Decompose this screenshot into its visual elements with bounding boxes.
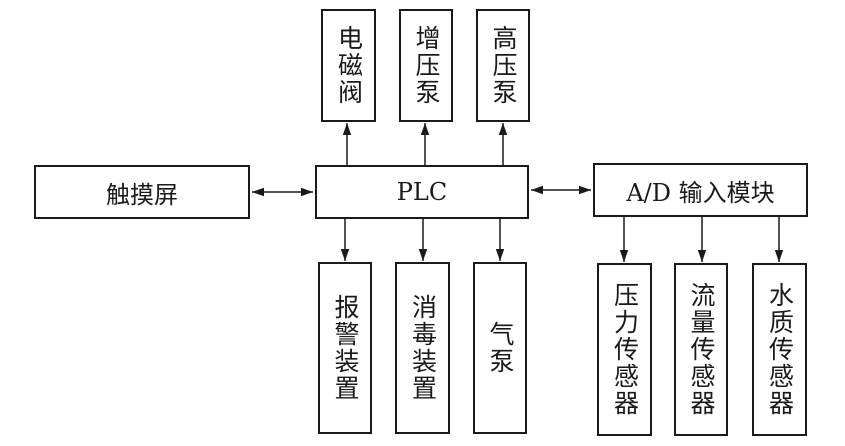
high-pressure-pump-label: 高压泵 bbox=[489, 25, 518, 106]
plc-box: PLC bbox=[315, 165, 529, 219]
high-pressure-pump-box: 高压泵 bbox=[476, 9, 530, 122]
alarm-device-label: 报警装置 bbox=[331, 294, 360, 402]
touch-screen-box: 触摸屏 bbox=[34, 165, 250, 219]
ad-input-module-box: A/D 输入模块 bbox=[593, 163, 808, 217]
pressure-sensor-box: 压力传感器 bbox=[597, 263, 652, 436]
pressure-sensor-label: 压力传感器 bbox=[610, 282, 640, 417]
water-quality-sensor-label: 水质传感器 bbox=[765, 282, 795, 417]
water-quality-sensor-box: 水质传感器 bbox=[752, 263, 807, 436]
flow-sensor-box: 流量传感器 bbox=[674, 263, 728, 436]
ad-input-module-label: A/D 输入模块 bbox=[626, 178, 775, 207]
booster-pump-label: 增压泵 bbox=[412, 25, 441, 106]
flow-sensor-label: 流量传感器 bbox=[687, 282, 716, 417]
disinfection-device-label: 消毒装置 bbox=[408, 294, 438, 402]
air-pump-box: 气泵 bbox=[473, 262, 527, 434]
alarm-device-box: 报警装置 bbox=[318, 262, 372, 434]
air-pump-label: 气泵 bbox=[486, 321, 515, 375]
booster-pump-box: 增压泵 bbox=[399, 9, 453, 122]
solenoid-valve-label: 电磁阀 bbox=[334, 25, 364, 106]
disinfection-device-box: 消毒装置 bbox=[395, 262, 450, 434]
plc-label: PLC bbox=[396, 178, 448, 206]
solenoid-valve-box: 电磁阀 bbox=[321, 9, 376, 122]
touch-screen-label: 触摸屏 bbox=[106, 180, 178, 209]
